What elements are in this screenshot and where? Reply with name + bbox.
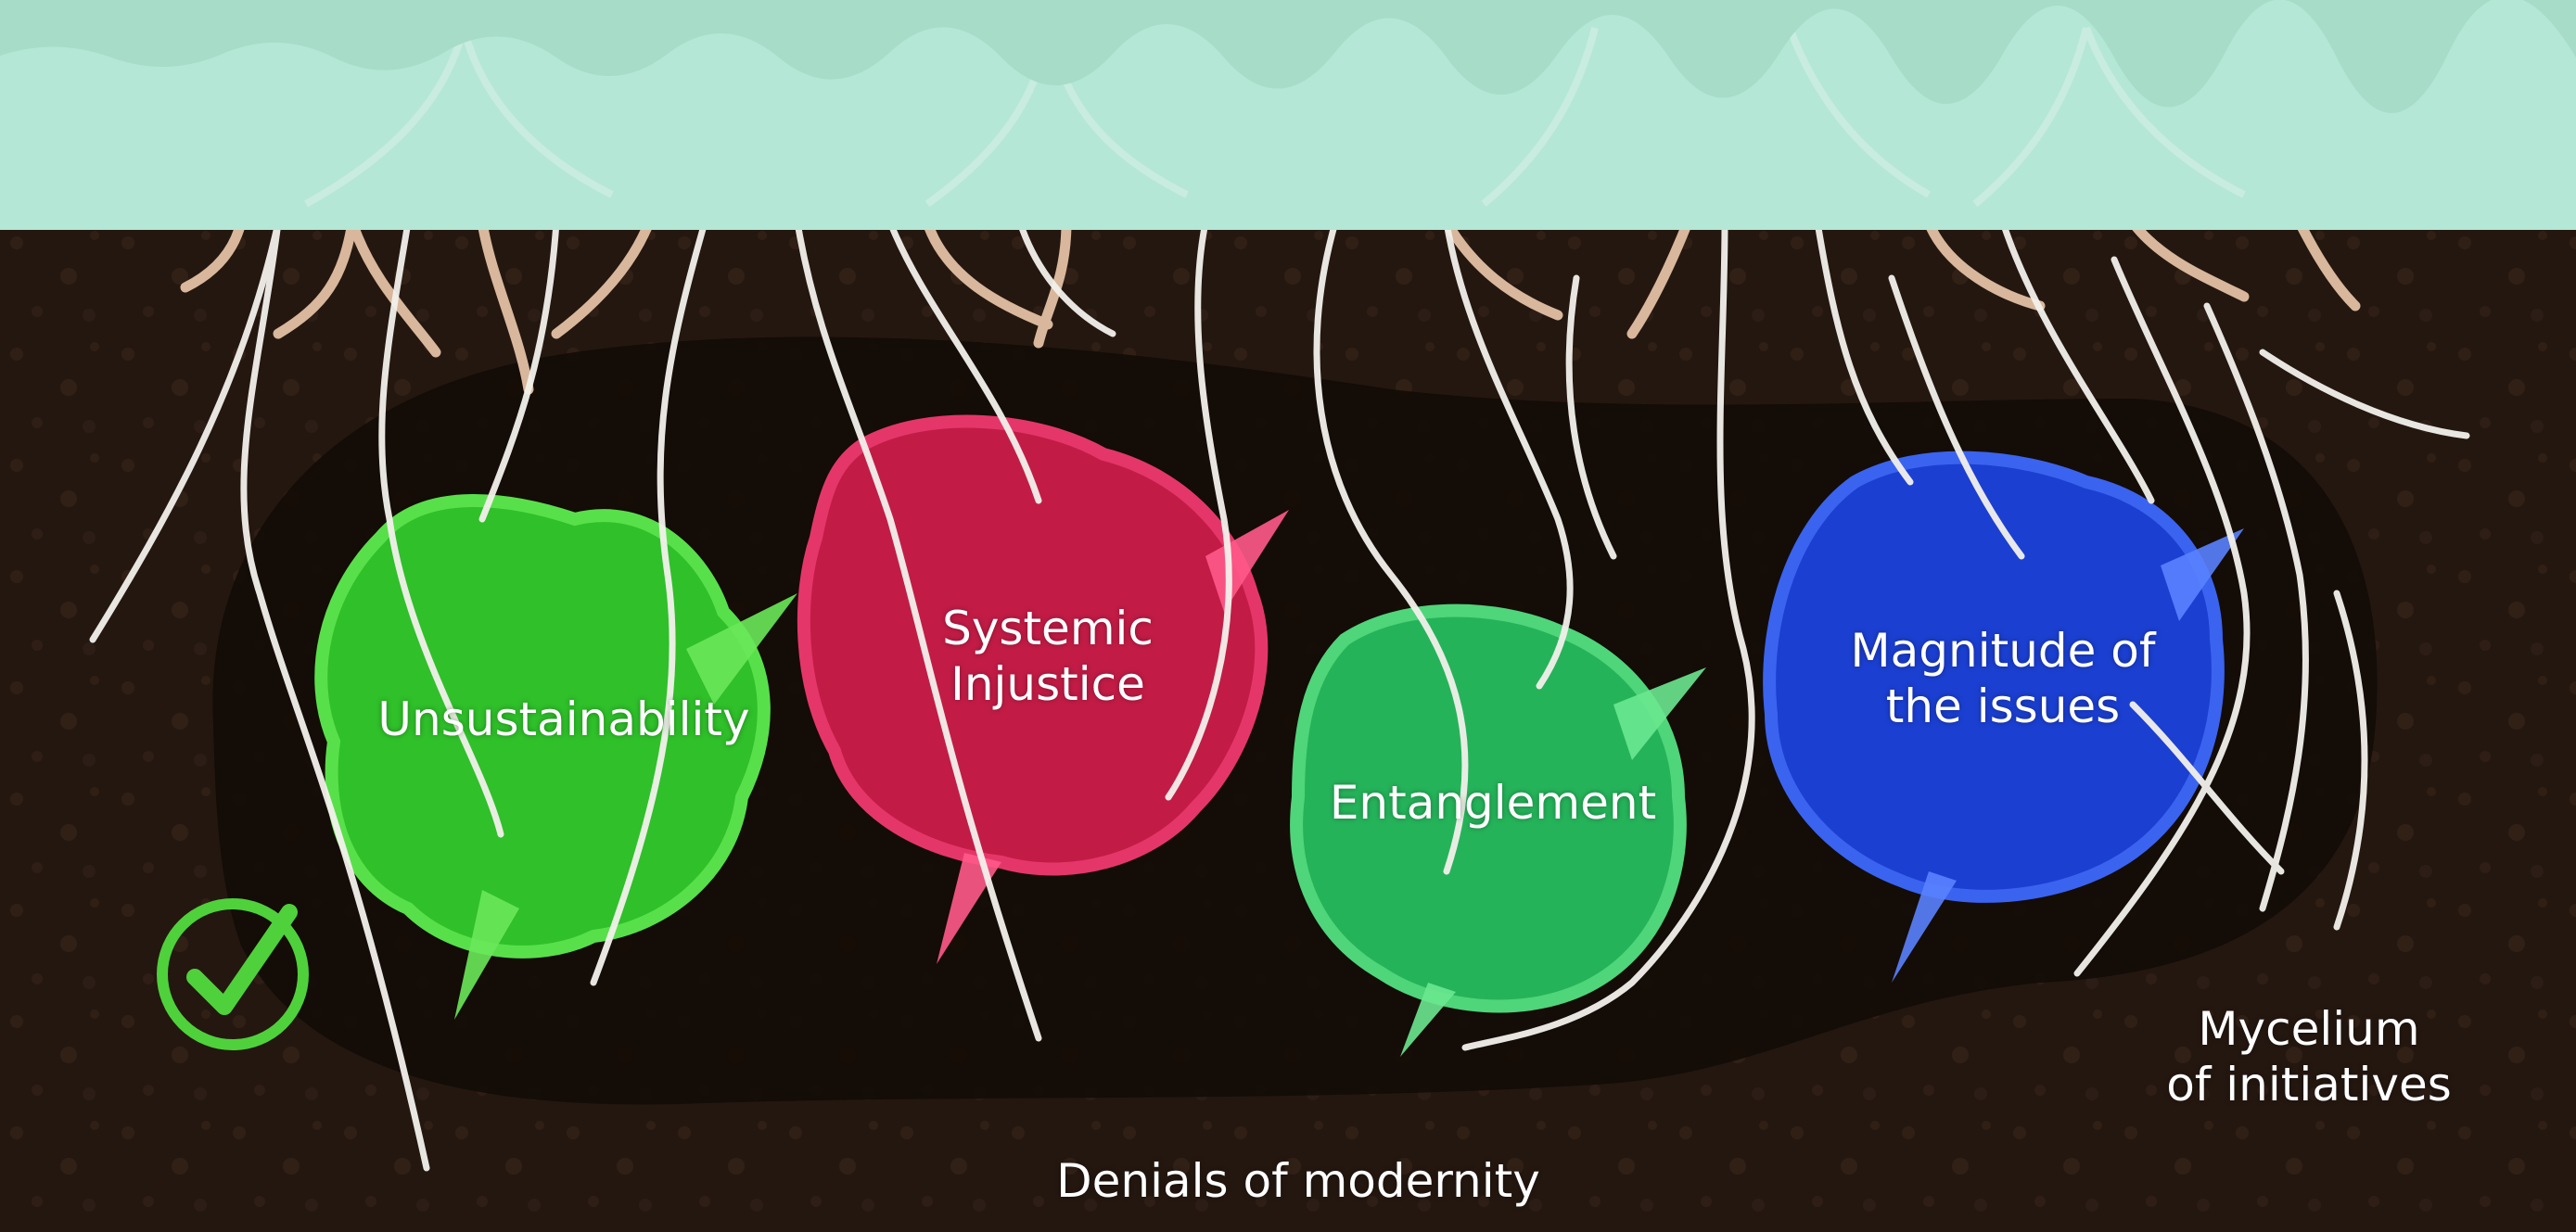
label-denials: Denials of modernity: [974, 1153, 1623, 1209]
label-mycelium-line2: of initiatives: [2123, 1057, 2494, 1112]
label-mycelium-line1: Mycelium: [2123, 1001, 2494, 1057]
label-magnitude-line1: Magnitude of: [1790, 623, 2216, 679]
label-entanglement-text: Entanglement: [1298, 775, 1688, 831]
label-systemic-injustice: Systemic Injustice: [890, 601, 1205, 712]
label-magnitude: Magnitude of the issues: [1790, 623, 2216, 734]
label-denials-text: Denials of modernity: [974, 1153, 1623, 1209]
check-circle-icon: [150, 892, 315, 1057]
label-unsustainability: Unsustainability: [360, 692, 768, 747]
label-unsustainability-text: Unsustainability: [360, 692, 768, 747]
label-systemic-injustice-line1: Systemic: [890, 601, 1205, 656]
label-entanglement: Entanglement: [1298, 775, 1688, 831]
label-magnitude-line2: the issues: [1790, 679, 2216, 734]
label-mycelium: Mycelium of initiatives: [2123, 1001, 2494, 1112]
label-systemic-injustice-line2: Injustice: [890, 656, 1205, 712]
